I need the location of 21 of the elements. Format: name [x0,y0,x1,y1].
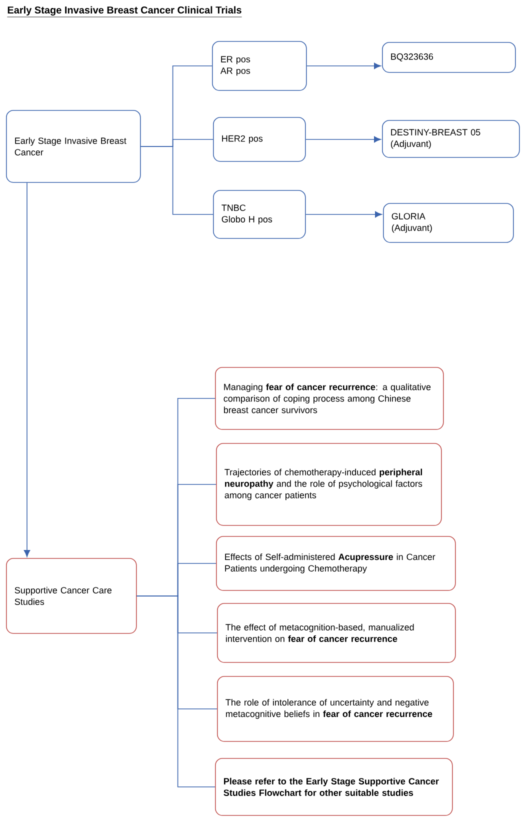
arrow [306,62,381,70]
study-box: Effects of Self-administered Acupressure in Cancer Patients undergoing Chemotherapy [216,536,456,591]
study-box: Please refer to the Early Stage Supportive Cancer Studies Flowchart for other suitable studies [215,758,453,816]
study-box: The role of intolerance of uncertainty and negative metacognitive beliefs in fear of cancer recurrence [217,676,454,742]
study-box: The effect of metacognition-based, manualized intervention on fear of cancer recurrence [217,603,456,663]
study-box: Managing fear of cancer recurrence: a qualitative comparison of coping process among Chinese breast cancer survivors [215,367,444,430]
subtype-box: ER pos AR pos [212,41,307,91]
arrow [305,136,381,143]
arrow [305,211,382,218]
bracket-line [140,146,214,215]
trial-box: DESTINY-BREAST 05 (Adjuvant) [382,120,520,158]
subtype-box: HER2 pos [213,117,306,162]
bracket-line [136,596,216,788]
category-box: Early Stage Invasive Breast Cancer [6,110,141,183]
arrow [24,182,30,557]
study-box: Trajectories of chemotherapy-induced peripheral neuropathy and the role of psychological factors among cancer patients [216,443,442,526]
title: Early Stage Invasive Breast Cancer Clinical Trials [7,6,242,18]
subtype-box: TNBC Globo H pos [213,190,306,239]
category-box: Supportive Cancer Care Studies [6,558,137,634]
trial-box: BQ323636 [382,42,516,73]
trial-box: GLORIA (Adjuvant) [383,203,514,243]
